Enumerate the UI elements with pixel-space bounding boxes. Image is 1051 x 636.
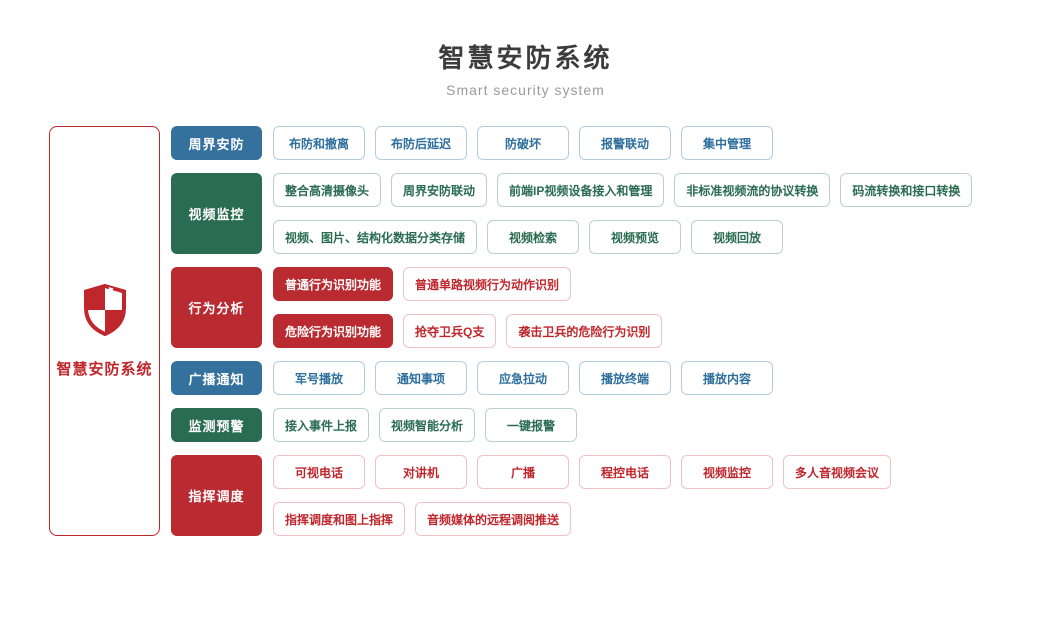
category-label: 指挥调度: [171, 455, 262, 536]
category-label: 周界安防: [171, 126, 262, 160]
item-line: 可视电话对讲机广播程控电话视频监控多人音视频会议: [273, 455, 892, 489]
feature-item: 视频回放: [691, 220, 784, 254]
feature-item: 整合高清摄像头: [273, 173, 382, 207]
page-title: 智慧安防系统: [438, 43, 613, 73]
item-line: 布防和撤离布防后延迟防破坏报警联动集中管理: [273, 126, 773, 160]
feature-item: 布防后延迟: [375, 126, 467, 160]
item-line: 视频、图片、结构化数据分类存储视频检索视频预览视频回放: [273, 220, 972, 254]
item-line: 军号播放通知事项应急拉动播放终端播放内容: [273, 361, 773, 395]
feature-item: 码流转换和接口转换: [840, 173, 973, 207]
feature-item: 视频预览: [589, 220, 682, 254]
category-items: 接入事件上报视频智能分析一键报警: [273, 408, 578, 442]
feature-item: 视频监控: [681, 455, 773, 489]
item-line: 危险行为识别功能抢夺卫兵Q支袭击卫兵的危险行为识别: [273, 314, 663, 348]
feature-item: 军号播放: [273, 361, 365, 395]
feature-item: 通知事项: [375, 361, 467, 395]
category-items: 可视电话对讲机广播程控电话视频监控多人音视频会议指挥调度和图上指挥音频媒体的远程…: [273, 455, 892, 536]
feature-item: 视频、图片、结构化数据分类存储: [273, 220, 478, 254]
feature-item: 播放终端: [579, 361, 671, 395]
feature-item: 可视电话: [273, 455, 365, 489]
category-items: 整合高清摄像头周界安防联动前端IP视频设备接入和管理非标准视频流的协议转换码流转…: [273, 173, 973, 254]
category-label: 监测预警: [171, 408, 262, 442]
item-line: 接入事件上报视频智能分析一键报警: [273, 408, 578, 442]
root-node: 智慧安防系统: [49, 126, 160, 536]
item-line: 整合高清摄像头周界安防联动前端IP视频设备接入和管理非标准视频流的协议转换码流转…: [273, 173, 973, 207]
category-label: 广播通知: [171, 361, 262, 395]
feature-item: 防破坏: [477, 126, 569, 160]
feature-item: 程控电话: [579, 455, 671, 489]
category-label: 视频监控: [171, 173, 262, 254]
feature-item: 非标准视频流的协议转换: [674, 173, 831, 207]
feature-item: 布防和撤离: [273, 126, 365, 160]
feature-item: 集中管理: [681, 126, 773, 160]
feature-item: 视频检索: [487, 220, 580, 254]
feature-item: 袭击卫兵的危险行为识别: [506, 314, 663, 348]
feature-item: 广播: [477, 455, 569, 489]
feature-item: 普通单路视频行为动作识别: [403, 267, 572, 301]
item-line: 指挥调度和图上指挥音频媒体的远程调阅推送: [273, 502, 891, 536]
feature-item: 多人音视频会议: [783, 455, 892, 489]
page-header: 智慧安防系统 Smart security system: [0, 0, 1051, 98]
feature-item: 抢夺卫兵Q支: [403, 314, 497, 348]
feature-item: 周界安防联动: [391, 173, 488, 207]
category-row: 视频监控整合高清摄像头周界安防联动前端IP视频设备接入和管理非标准视频流的协议转…: [171, 173, 973, 254]
feature-item: 一键报警: [485, 408, 578, 442]
feature-item: 视频智能分析: [379, 408, 476, 442]
security-system-diagram: 智慧安防系统 周界安防布防和撤离布防后延迟防破坏报警联动集中管理视频监控整合高清…: [49, 126, 1051, 536]
category-row: 监测预警接入事件上报视频智能分析一键报警: [171, 408, 972, 442]
category-row: 广播通知军号播放通知事项应急拉动播放终端播放内容: [171, 361, 972, 395]
feature-item: 接入事件上报: [273, 408, 370, 442]
root-node-label: 智慧安防系统: [56, 361, 153, 378]
category-row: 周界安防布防和撤离布防后延迟防破坏报警联动集中管理: [171, 126, 972, 160]
feature-item: 普通行为识别功能: [273, 267, 394, 301]
category-items: 军号播放通知事项应急拉动播放终端播放内容: [273, 361, 773, 395]
feature-item: 危险行为识别功能: [273, 314, 394, 348]
feature-item: 前端IP视频设备接入和管理: [497, 173, 665, 207]
feature-item: 报警联动: [579, 126, 671, 160]
category-items: 布防和撤离布防后延迟防破坏报警联动集中管理: [273, 126, 773, 160]
item-line: 普通行为识别功能普通单路视频行为动作识别: [273, 267, 662, 301]
feature-item: 应急拉动: [477, 361, 569, 395]
category-row: 指挥调度可视电话对讲机广播程控电话视频监控多人音视频会议指挥调度和图上指挥音频媒…: [171, 455, 972, 536]
feature-item: 对讲机: [375, 455, 467, 489]
feature-item: 播放内容: [681, 361, 773, 395]
shield-icon: [81, 283, 129, 342]
category-row: 行为分析普通行为识别功能普通单路视频行为动作识别危险行为识别功能抢夺卫兵Q支袭击…: [171, 267, 972, 348]
feature-item: 音频媒体的远程调阅推送: [415, 502, 572, 536]
category-items: 普通行为识别功能普通单路视频行为动作识别危险行为识别功能抢夺卫兵Q支袭击卫兵的危…: [273, 267, 663, 348]
category-label: 行为分析: [171, 267, 262, 348]
category-rows: 周界安防布防和撤离布防后延迟防破坏报警联动集中管理视频监控整合高清摄像头周界安防…: [171, 126, 973, 536]
feature-item: 指挥调度和图上指挥: [273, 502, 406, 536]
page-subtitle: Smart security system: [446, 82, 605, 98]
